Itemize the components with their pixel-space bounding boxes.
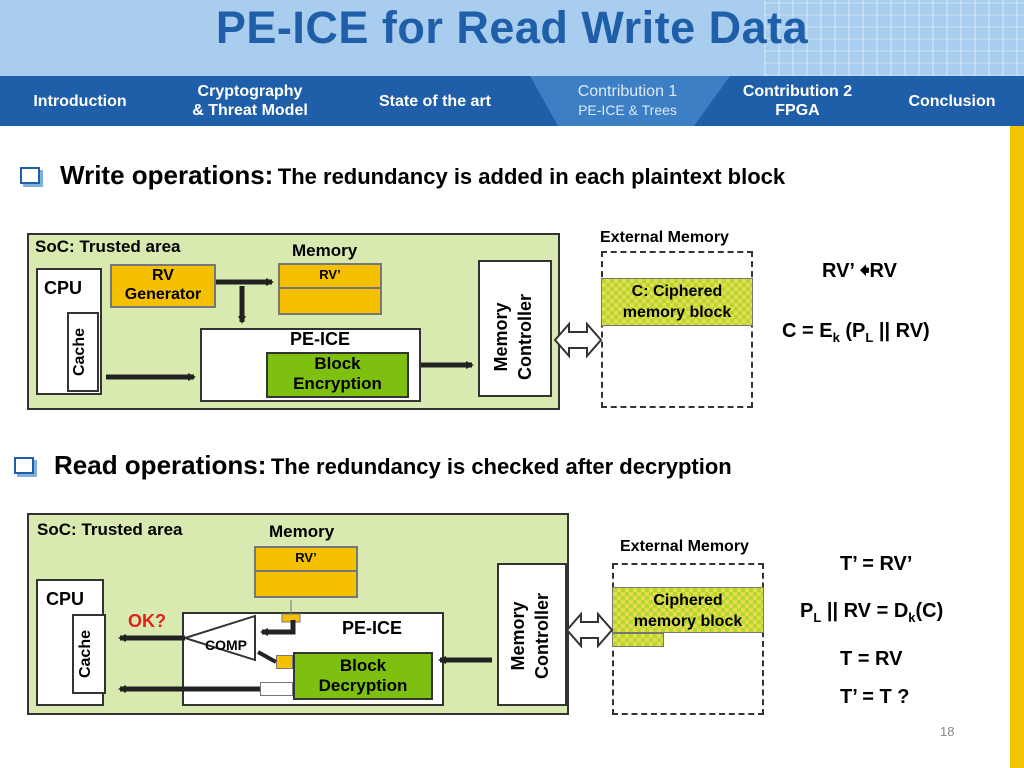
- rv-gen-label-2: Generator: [124, 286, 202, 303]
- page-number: 18: [940, 724, 955, 739]
- write-cpu-label: CPU: [44, 278, 83, 298]
- eq-sub: k: [832, 330, 840, 345]
- nav-item-label: State of the art: [378, 92, 491, 110]
- eq-sub: L: [813, 610, 822, 625]
- nav-active-highlight: [530, 76, 730, 126]
- read-cpu-label: CPU: [46, 589, 85, 609]
- read-cache-box: [72, 614, 106, 694]
- write-cache-box: [67, 312, 99, 392]
- read-rv-chunk: [276, 655, 293, 669]
- nav-item-conclusion[interactable]: Conclusion: [880, 76, 1024, 126]
- mc-label-1: Memory: [508, 601, 528, 671]
- cipher-label-1: Ciphered: [653, 592, 723, 609]
- side-stripe: [1010, 126, 1024, 768]
- mc-label-2: Controller: [532, 593, 552, 680]
- cipher-label-2: memory block: [633, 613, 743, 630]
- nav-item-label: Contribution 2: [742, 83, 853, 100]
- read-peice-label: PE-ICE: [342, 618, 403, 638]
- write-mc-label: Memory Controller: [489, 272, 541, 402]
- read-eq-decrypt: PL || RV = Dk(C): [800, 600, 943, 625]
- read-block-decryption: Block Decryption: [293, 652, 433, 700]
- nav-item-label-2: FPGA: [775, 102, 820, 119]
- mc-label-2: Controller: [515, 294, 535, 381]
- nav-item-contribution-1[interactable]: Contribution 1 PE-ICE & Trees: [545, 76, 710, 126]
- nav-item-label: Conclusion: [908, 92, 996, 110]
- cipher-label-2: memory block: [622, 304, 732, 321]
- bullet-icon: [20, 167, 40, 184]
- read-subheading: The redundancy is checked after decrypti…: [270, 454, 732, 479]
- read-ciphered-block: Ciphered memory block: [612, 587, 764, 633]
- mc-label-1: Memory: [491, 302, 511, 372]
- write-block-encryption: Block Encryption: [266, 352, 409, 398]
- write-heading-bold: Write operations:: [60, 160, 274, 190]
- arrow-left-icon: 🠸: [859, 260, 870, 282]
- read-eq-compare: T’ = T ?: [840, 686, 910, 708]
- write-eq-encrypt: C = Ek (PL || RV): [782, 320, 930, 345]
- eq-sub: k: [908, 610, 916, 625]
- write-soc-label: SoC: Trusted area: [35, 237, 181, 256]
- bidirectional-arrow-icon: [553, 321, 603, 359]
- read-eq-tag: T = RV: [840, 648, 903, 670]
- read-soc-label: SoC: Trusted area: [37, 520, 183, 539]
- block-label-1: Block: [314, 354, 361, 373]
- slide-title: PE-ICE for Read Write Data: [215, 2, 809, 53]
- write-heading: Write operations: The redundancy is adde…: [60, 160, 785, 191]
- nav-item-label-2: & Threat Model: [192, 102, 308, 119]
- read-cache-label: Cache: [77, 629, 94, 679]
- eq-part: (C): [915, 600, 944, 622]
- section-nav: Introduction Cryptography & Threat Model…: [0, 76, 1024, 126]
- write-memory-box: RV’: [278, 263, 382, 315]
- bullet-icon: [14, 457, 34, 474]
- nav-item-label-2: PE-ICE & Trees: [578, 102, 677, 118]
- bidirectional-arrow-icon: [565, 611, 614, 649]
- read-ciphered-block-tail: [612, 633, 664, 647]
- eq-part: || RV = D: [821, 600, 909, 622]
- write-rv-prime-slot: RV’: [280, 265, 380, 289]
- rv-gen-label-1: RV: [152, 267, 174, 284]
- slide-header: PE-ICE for Read Write Data: [0, 0, 1024, 76]
- read-mc-label: Memory Controller: [506, 571, 558, 701]
- write-ciphered-block: C: Ciphered memory block: [601, 278, 753, 326]
- write-cache-label: Cache: [71, 327, 88, 377]
- nav-item-introduction[interactable]: Introduction: [0, 76, 160, 126]
- write-external-memory: [601, 251, 753, 408]
- read-memory-controller: [497, 563, 567, 706]
- nav-item-state-of-art[interactable]: State of the art: [340, 76, 530, 126]
- read-plain-chunk: [260, 682, 293, 696]
- nav-item-label: Cryptography: [197, 83, 303, 100]
- write-peice-label: PE-ICE: [290, 329, 351, 349]
- nav-item-label: Contribution 1: [577, 83, 678, 100]
- write-ext-mem-label: External Memory: [600, 229, 729, 246]
- eq-part: (P: [839, 320, 866, 342]
- read-heading: Read operations: The redundancy is check…: [54, 450, 732, 481]
- block-label-1: Block: [339, 656, 387, 675]
- nav-item-cryptography[interactable]: Cryptography & Threat Model: [160, 76, 340, 126]
- eq-sub: L: [865, 330, 874, 345]
- circuit-pattern: [764, 0, 1024, 76]
- read-rv-prime-slot: RV’: [256, 548, 356, 572]
- read-ext-mem-label: External Memory: [620, 538, 749, 555]
- read-ok-label: OK?: [128, 611, 166, 631]
- eq-rhs: RV: [869, 260, 897, 282]
- write-memory-controller: [478, 260, 552, 397]
- write-memory-label: Memory: [292, 241, 358, 260]
- eq-lhs: RV’: [822, 260, 860, 282]
- read-memory-box: RV’: [254, 546, 358, 598]
- read-eq-tag-prime: T’ = RV’: [840, 553, 913, 575]
- nav-item-label: Introduction: [33, 92, 127, 110]
- read-memory-label: Memory: [269, 522, 335, 541]
- eq-part: || RV): [873, 320, 930, 342]
- nav-item-contribution-2[interactable]: Contribution 2 FPGA: [715, 76, 880, 126]
- write-eq-rv-assign: RV’ 🠸RV: [822, 256, 897, 290]
- cipher-label-1: C: Ciphered: [631, 283, 723, 300]
- eq-part: C = E: [782, 320, 833, 342]
- block-label-2: Encryption: [293, 374, 382, 393]
- read-heading-bold: Read operations:: [54, 450, 267, 480]
- write-subheading: The redundancy is added in each plaintex…: [277, 164, 786, 189]
- block-label-2: Decryption: [318, 676, 408, 695]
- eq-part: P: [800, 600, 814, 622]
- write-rv-generator: RV Generator: [110, 264, 216, 308]
